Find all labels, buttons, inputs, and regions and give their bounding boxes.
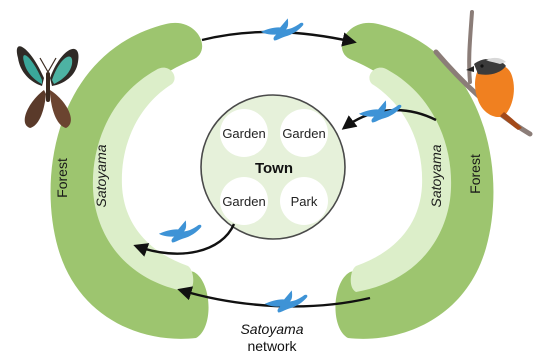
park-patch: [280, 177, 328, 225]
arrow-town-to-left: [133, 223, 236, 257]
caption-line-2: network: [247, 338, 297, 354]
redstart-bird-icon: [433, 10, 533, 137]
left-forest-ring: [50, 22, 209, 339]
garden-patch-top-left: [220, 109, 268, 157]
park-label: Park: [291, 194, 318, 209]
right-forest-label: Forest: [467, 154, 483, 194]
bird-icon-left: [158, 220, 202, 243]
left-satoyama-label: Satoyama: [93, 144, 109, 207]
garden-patch-top-right: [280, 109, 328, 157]
town-area: Garden Garden Town Garden Park: [200, 94, 346, 240]
garden-label-3: Garden: [222, 194, 265, 209]
left-forest-label: Forest: [54, 158, 70, 198]
garden-label-2: Garden: [282, 126, 325, 141]
bird-icon-top: [260, 18, 304, 41]
right-forest-ring: [335, 22, 494, 339]
town-label: Town: [255, 160, 293, 177]
arrow-right-to-town: [341, 109, 437, 130]
garden-label-1: Garden: [222, 126, 265, 141]
garden-patch-bottom-left: [220, 177, 268, 225]
butterfly-icon: [16, 46, 79, 128]
right-satoyama-label: Satoyama: [428, 144, 444, 207]
caption-line-1: Satoyama: [240, 321, 304, 337]
network-caption: Satoyama network: [0, 321, 544, 355]
bird-icon-bottom: [264, 290, 308, 313]
